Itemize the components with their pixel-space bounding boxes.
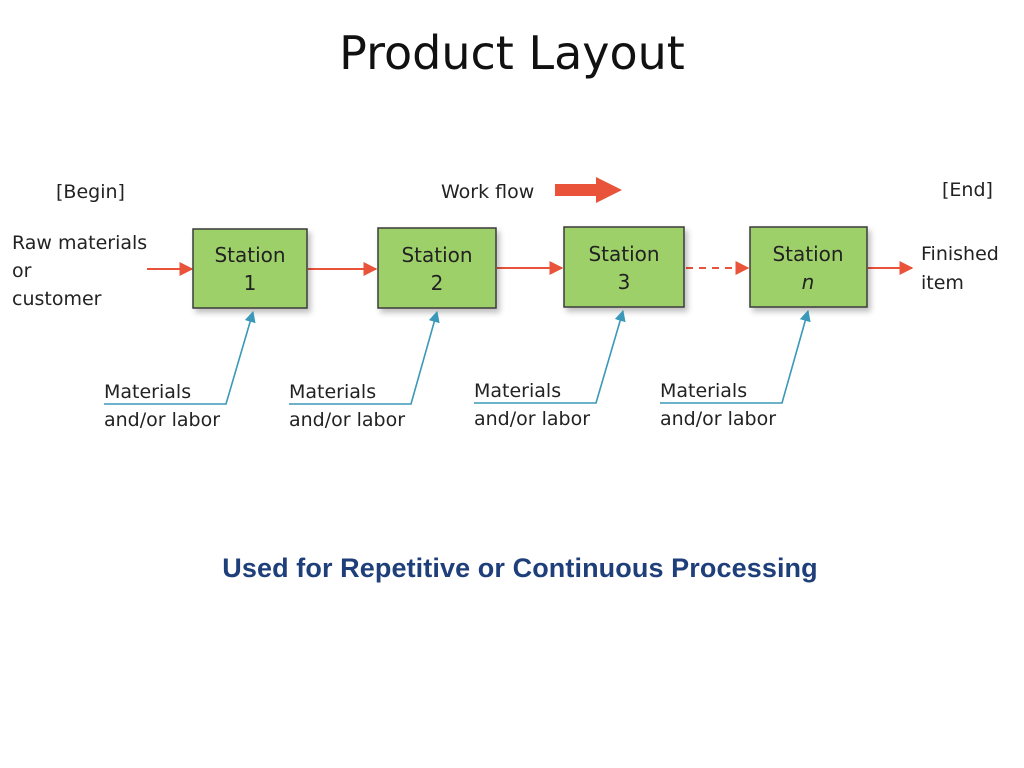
feed-arrow-1 [104, 310, 256, 405]
station-2-number: 2 [431, 271, 444, 295]
feed-label-n-line-1: Materials [660, 380, 747, 402]
begin-label: [Begin] [56, 181, 125, 203]
input-label-line-1: Raw materials [12, 232, 147, 254]
page-title: Product Layout [339, 26, 685, 80]
station-1: Station 1 [192, 228, 308, 309]
station-1-title: Station [214, 243, 285, 267]
station-3: Station 3 [563, 226, 685, 308]
station-3-title: Station [588, 242, 659, 266]
feed-label-n-line-2: and/or labor [660, 408, 776, 430]
feed-label-2-line-1: Materials [289, 381, 376, 403]
station-2-title: Station [401, 243, 472, 267]
station-1-number: 1 [244, 271, 257, 295]
work-flow-arrow [555, 177, 622, 203]
feed-label-3-line-2: and/or labor [474, 408, 590, 430]
feed-label-3-line-1: Materials [474, 380, 561, 402]
feed-arrow-n [660, 309, 811, 404]
output-label-line-1: Finished [921, 243, 999, 265]
station-3-number: 3 [618, 270, 631, 294]
station-2: Station 2 [377, 227, 497, 309]
end-label: [End] [942, 179, 993, 201]
feed-arrow-3 [474, 309, 626, 404]
station-n-title: Station [772, 242, 843, 266]
input-label-line-2: or [12, 260, 32, 282]
feed-arrow-2 [289, 310, 440, 405]
input-label-line-3: customer [12, 288, 102, 310]
station-n-number: n [802, 270, 815, 294]
subtitle: Used for Repetitive or Continuous Proces… [222, 553, 818, 583]
station-n: Station n [749, 226, 868, 308]
feed-label-1-line-2: and/or labor [104, 409, 220, 431]
work-flow-label: Work flow [441, 181, 534, 203]
output-label-line-2: item [921, 272, 964, 294]
feed-label-1-line-1: Materials [104, 381, 191, 403]
feed-label-2-line-2: and/or labor [289, 409, 405, 431]
